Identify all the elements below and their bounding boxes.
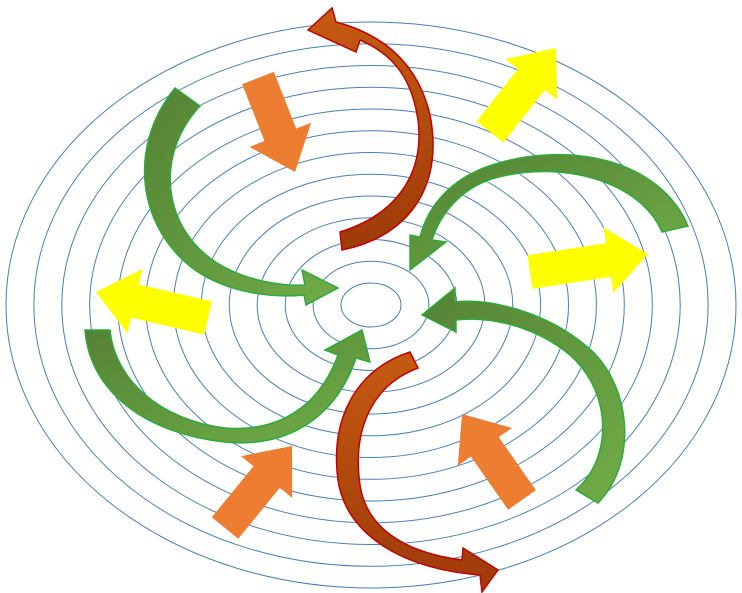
green-curved-arrow-bottom-right <box>422 288 625 503</box>
red-curved-arrow-top <box>308 8 433 250</box>
ring <box>174 153 569 458</box>
yellow-arrow-top-right <box>477 48 558 143</box>
ring <box>313 261 429 349</box>
green-curved-arrow-bottom-left <box>85 330 370 443</box>
ring <box>341 283 401 327</box>
yellow-arrow-right <box>527 227 648 292</box>
orange-arrow-bottom-left <box>212 446 292 539</box>
red-curved-arrow-bottom <box>337 352 498 592</box>
green-curved-arrow-top-left <box>145 88 338 305</box>
ring <box>285 240 457 371</box>
yellow-arrow-left <box>96 269 212 335</box>
